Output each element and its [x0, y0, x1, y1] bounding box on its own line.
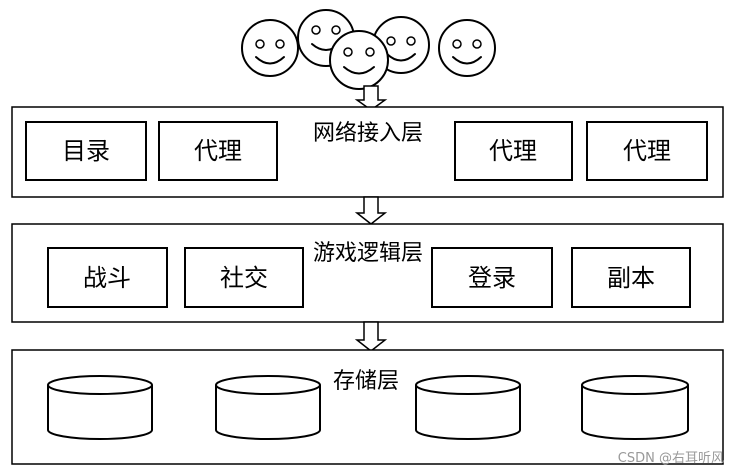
module-box	[586, 121, 708, 181]
down-arrow-icon	[354, 196, 388, 225]
module-label-proxy: 代理	[194, 137, 242, 165]
database-cylinder-icon	[215, 375, 321, 440]
module-label-proxy: 代理	[489, 137, 537, 165]
database-cylinder-icon	[581, 375, 689, 440]
module-box	[431, 247, 553, 308]
network-access-layer: 网络接入层 目录 代理 代理 代理	[11, 106, 724, 198]
watermark: CSDN @右耳听风	[618, 451, 724, 466]
users-group	[241, 9, 496, 90]
module-box	[47, 247, 168, 308]
module-label-login: 登录	[468, 264, 516, 292]
database-cylinder-icon	[47, 375, 153, 440]
module-box	[454, 121, 573, 181]
module-box	[25, 121, 147, 181]
game-logic-layer: 游戏逻辑层 战斗 社交 登录 副本	[11, 223, 724, 323]
module-box	[184, 247, 304, 308]
module-label-dungeon: 副本	[607, 264, 655, 292]
module-box	[571, 247, 691, 308]
down-arrow-icon	[354, 85, 388, 111]
layer-title: 存储层	[333, 369, 399, 394]
module-label-directory: 目录	[62, 137, 110, 165]
smiley-face-icon	[438, 19, 496, 77]
storage-layer: 存储层	[11, 349, 724, 465]
smiley-face-icon	[329, 30, 389, 90]
module-label-social: 社交	[220, 264, 268, 292]
smiley-face-icon	[241, 19, 299, 77]
layer-title: 网络接入层	[313, 121, 423, 146]
database-cylinder-icon	[415, 375, 521, 440]
layer-title: 游戏逻辑层	[313, 241, 423, 266]
module-label-battle: 战斗	[83, 264, 131, 292]
module-box	[158, 121, 278, 181]
module-label-proxy: 代理	[623, 137, 671, 165]
down-arrow-icon	[354, 321, 388, 352]
